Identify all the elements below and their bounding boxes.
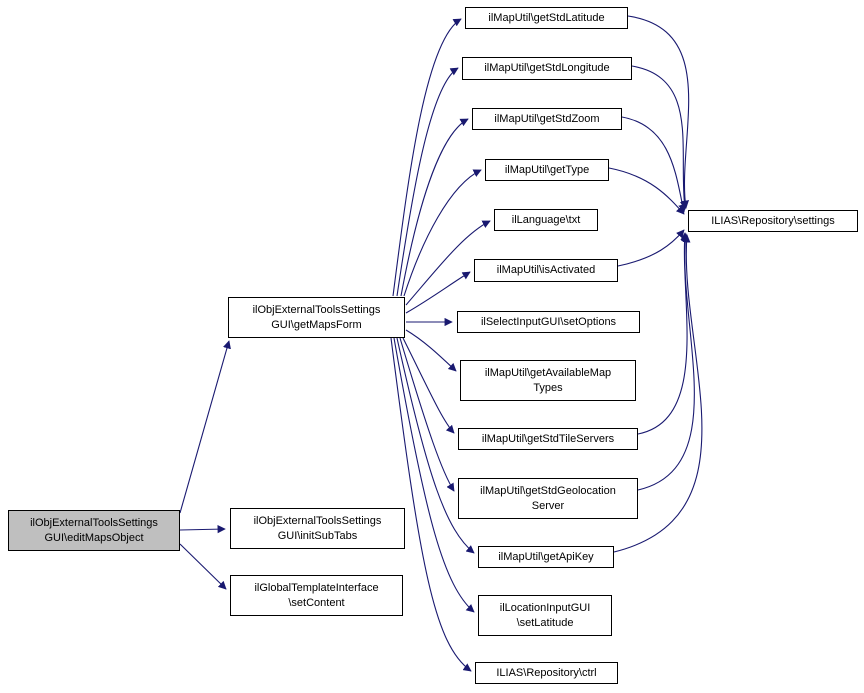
edge-getMapsForm-getStdGeolocationServer <box>399 337 455 492</box>
node-isActivated[interactable]: ilMapUtil\isActivated <box>474 259 618 282</box>
edge-getStdLatitude-settings <box>627 15 690 209</box>
node-setLatitude[interactable]: ilLocationInputGUI \setLatitude <box>478 595 612 636</box>
node-ctrl[interactable]: ILIAS\Repository\ctrl <box>475 662 618 684</box>
edge-getStdLongitude-settings <box>631 65 689 210</box>
edge-getMapsForm-setLatitude <box>393 337 475 613</box>
edge-getMapsForm-ctrl <box>390 337 472 672</box>
edge-getMapsForm-getStdLongitude <box>396 67 459 297</box>
edge-getStdZoom-settings <box>621 116 687 213</box>
node-getStdLatitude[interactable]: ilMapUtil\getStdLatitude <box>465 7 628 29</box>
node-getStdLongitude[interactable]: ilMapUtil\getStdLongitude <box>462 57 632 80</box>
node-getType[interactable]: ilMapUtil\getType <box>485 159 609 181</box>
edge-editMapsObject-initSubTabs <box>179 525 226 534</box>
node-getMapsForm[interactable]: ilObjExternalToolsSettings GUI\getMapsFo… <box>228 297 405 338</box>
node-getAvailableMapTypes[interactable]: ilMapUtil\getAvailableMap Types <box>460 360 636 401</box>
edge-getMapsForm-getAvailableMapTypes <box>405 329 457 372</box>
node-txt[interactable]: ilLanguage\txt <box>494 209 598 231</box>
edge-getMapsForm-getStdZoom <box>400 118 469 297</box>
node-getStdZoom[interactable]: ilMapUtil\getStdZoom <box>472 108 622 130</box>
edge-getMapsForm-getApiKey <box>396 337 475 554</box>
edge-editMapsObject-setContent <box>179 543 227 590</box>
edge-getMapsForm-getType <box>403 169 482 297</box>
edge-getMapsForm-getStdLatitude <box>392 18 462 297</box>
node-editMapsObject[interactable]: ilObjExternalToolsSettings GUI\editMapsO… <box>8 510 180 551</box>
node-getApiKey[interactable]: ilMapUtil\getApiKey <box>478 546 614 568</box>
edge-getStdGeolocationServer-settings <box>637 233 695 491</box>
edge-editMapsObject-getMapsForm <box>179 340 231 514</box>
node-initSubTabs[interactable]: ilObjExternalToolsSettings GUI\initSubTa… <box>230 508 405 549</box>
edge-getMapsForm-isActivated <box>405 271 471 314</box>
node-setOptions[interactable]: ilSelectInputGUI\setOptions <box>457 311 640 333</box>
edge-isActivated-settings <box>617 229 685 267</box>
edge-getMapsForm-txt <box>405 220 491 306</box>
node-getStdTileServers[interactable]: ilMapUtil\getStdTileServers <box>458 428 638 450</box>
edge-getType-settings <box>608 167 685 215</box>
edge-getApiKey-settings <box>613 234 703 553</box>
node-getStdGeolocationServer[interactable]: ilMapUtil\getStdGeolocation Server <box>458 478 638 519</box>
edge-getStdTileServers-settings <box>637 232 689 435</box>
edge-getMapsForm-getStdTileServers <box>402 337 455 434</box>
node-setContent[interactable]: ilGlobalTemplateInterface \setContent <box>230 575 403 616</box>
node-settings[interactable]: ILIAS\Repository\settings <box>688 210 858 232</box>
